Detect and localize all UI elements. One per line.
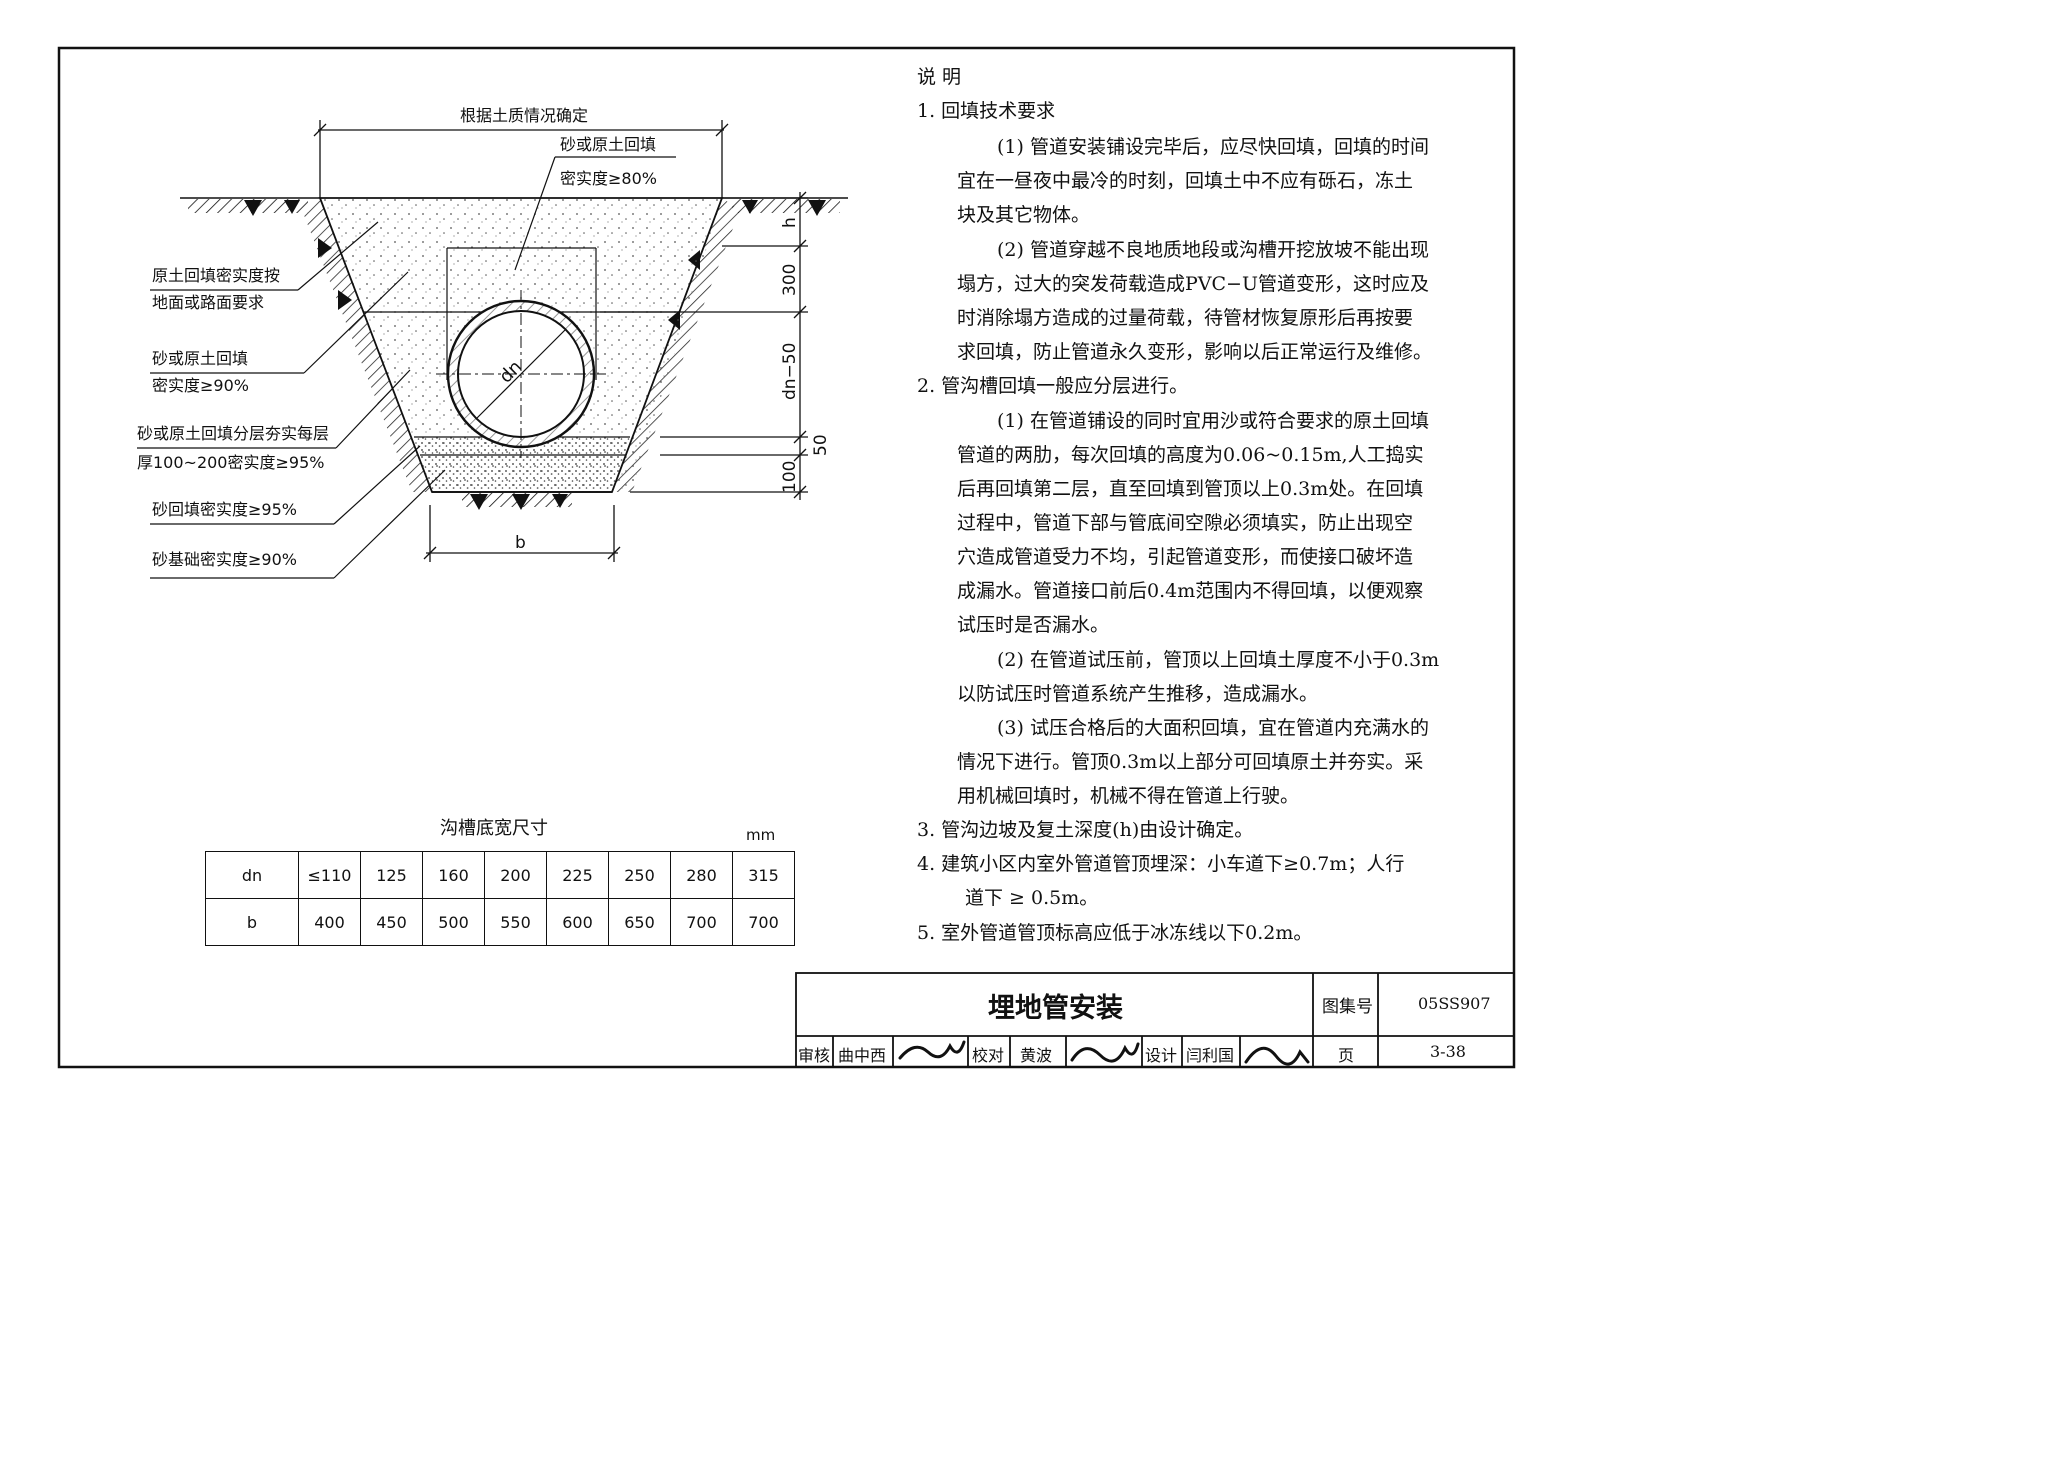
left-label-2a: 砂或原土回填 <box>152 349 248 368</box>
top-sand-leader <box>514 156 676 271</box>
page-number: 3-38 <box>1430 1042 1466 1061</box>
left-label-leaders <box>137 221 446 579</box>
top-width-dimension <box>313 120 729 198</box>
table-cell: 250 <box>608 851 671 899</box>
left-label-5: 砂基础密实度≥90% <box>152 550 297 569</box>
left-label-2b: 密实度≥90% <box>152 376 249 395</box>
table-cell: 160 <box>422 851 485 899</box>
checker-name: 黄波 <box>1020 1046 1053 1065</box>
note-line: 道下 ≥ 0.5m。 <box>965 887 1099 909</box>
dim-dn-50: dn−50 <box>780 343 800 400</box>
pvc-pipe <box>436 290 606 458</box>
ground-surface <box>180 197 848 216</box>
note-line: (1) 在管道铺设的同时宜用沙或符合要求的原土回填 <box>997 410 1429 432</box>
table-cell: 200 <box>484 851 547 899</box>
dim-50: 50 <box>811 434 831 456</box>
note-line: 过程中，管道下部与管底间空隙必须填实，防止出现空 <box>957 512 1414 534</box>
left-label-3a: 砂或原土回填分层夯实每层 <box>137 424 329 443</box>
note-line: 5. 室外管道管顶标高应低于冰冻线以下0.2m。 <box>917 922 1313 944</box>
left-label-1b: 地面或路面要求 <box>152 293 264 312</box>
page-label: 页 <box>1338 1046 1355 1065</box>
table-row-b: b 400 450 500 550 600 650 700 700 <box>205 898 795 946</box>
reviewer-name: 曲中西 <box>838 1046 887 1065</box>
top-sand-label-1: 砂或原土回填 <box>560 135 656 154</box>
bottom-width-label: b <box>515 533 526 553</box>
atlas-number: 05SS907 <box>1418 994 1491 1013</box>
left-label-1a: 原土回填密实度按 <box>152 266 280 285</box>
designer-name: 闫利国 <box>1186 1046 1235 1065</box>
note-line: (2) 在管道试压前，管顶以上回填土厚度不小于0.3m <box>997 649 1440 671</box>
note-line: 管道的两肋，每次回填的高度为0.06~0.15m,人工捣实 <box>957 444 1424 466</box>
note-line: 用机械回填时，机械不得在管道上行驶。 <box>957 785 1300 807</box>
dim-300: 300 <box>780 264 800 296</box>
note-line: 2. 管沟槽回填一般应分层进行。 <box>917 375 1189 397</box>
top-sand-label-2: 密实度≥80% <box>560 169 657 188</box>
depth-dimension-chain <box>600 191 808 500</box>
left-label-3b: 厚100~200密实度≥95% <box>137 453 324 472</box>
note-line: 3. 管沟边坡及复土深度(h)由设计确定。 <box>917 819 1254 841</box>
width-table-unit: mm <box>746 826 776 844</box>
left-label-4: 砂回填密实度≥95% <box>152 500 297 519</box>
width-table-title: 沟槽底宽尺寸 <box>440 818 548 839</box>
note-line: (2) 管道穿越不良地质地段或沟槽开挖放坡不能出现 <box>997 239 1429 261</box>
note-line: 后再回填第二层，直至回填到管顶以上0.3m处。在回填 <box>957 478 1424 500</box>
design-label: 设计 <box>1145 1046 1178 1065</box>
note-line: 以防试压时管道系统产生推移，造成漏水。 <box>957 683 1319 705</box>
top-width-label: 根据土质情况确定 <box>460 106 588 125</box>
note-line: 宜在一昼夜中最冷的时刻，回填土中不应有砾石，冻土 <box>957 170 1414 192</box>
table-cell: 125 <box>360 851 423 899</box>
table-cell: 500 <box>422 898 485 946</box>
note-line: 块及其它物体。 <box>957 204 1091 226</box>
trench-width-table: dn ≤110 125 160 200 225 250 280 315 b 40… <box>205 851 795 946</box>
table-cell: 700 <box>670 898 733 946</box>
drawing-title: 埋地管安装 <box>988 993 1123 1024</box>
note-line: 试压时是否漏水。 <box>957 614 1110 636</box>
table-row-dn: dn ≤110 125 160 200 225 250 280 315 <box>205 851 795 899</box>
note-line: 成漏水。管道接口前后0.4m范围内不得回填，以便观察 <box>957 580 1424 602</box>
note-line: 时消除塌方造成的过量荷载，待管材恢复原形后再按要 <box>957 307 1414 329</box>
table-cell: 550 <box>484 898 547 946</box>
table-cell: 450 <box>360 898 423 946</box>
drawing-sheet: dn 根据土质情况确定 b h 300 dn−50 50 100 <box>57 46 1516 1069</box>
note-line: 情况下进行。管顶0.3m以上部分可回填原土并夯实。采 <box>957 751 1424 773</box>
signature-strokes <box>898 1040 1310 1066</box>
table-cell: 600 <box>546 898 609 946</box>
note-line: 1. 回填技术要求 <box>917 100 1056 122</box>
table-cell: ≤110 <box>298 851 361 899</box>
sand-bedding <box>414 437 630 492</box>
table-cell: 650 <box>608 898 671 946</box>
table-cell: 700 <box>732 898 795 946</box>
atlas-label: 图集号 <box>1322 997 1373 1017</box>
note-line: (3) 试压合格后的大面积回填，宜在管道内充满水的 <box>997 717 1429 739</box>
note-line: 塌方，过大的突发荷载造成PVC−U管道变形，这时应及 <box>957 273 1429 295</box>
row-label-b: b <box>205 898 299 946</box>
row-label-dn: dn <box>205 851 299 899</box>
check-label: 校对 <box>972 1046 1005 1065</box>
note-line: 求回填，防止管道永久变形，影响以后正常运行及维修。 <box>957 341 1433 363</box>
sheet-border <box>57 46 1516 1069</box>
table-cell: 280 <box>670 851 733 899</box>
bottom-width-dimension <box>423 505 621 562</box>
title-block-frame <box>795 972 1515 1068</box>
table-cell: 225 <box>546 851 609 899</box>
dim-h: h <box>780 217 800 228</box>
dim-100: 100 <box>780 461 800 493</box>
note-line: (1) 管道安装铺设完毕后，应尽快回填，回填的时间 <box>997 136 1429 158</box>
note-line: 4. 建筑小区内室外管道管顶埋深：小车道下≥0.7m；人行 <box>917 853 1405 875</box>
table-cell: 400 <box>298 898 361 946</box>
table-cell: 315 <box>732 851 795 899</box>
notes-heading: 说 明 <box>917 66 962 88</box>
note-line: 穴造成管道受力不均，引起管道变形，而使接口破坏造 <box>957 546 1414 568</box>
review-label: 审核 <box>798 1046 831 1065</box>
trench-bottom-soil <box>432 491 612 510</box>
